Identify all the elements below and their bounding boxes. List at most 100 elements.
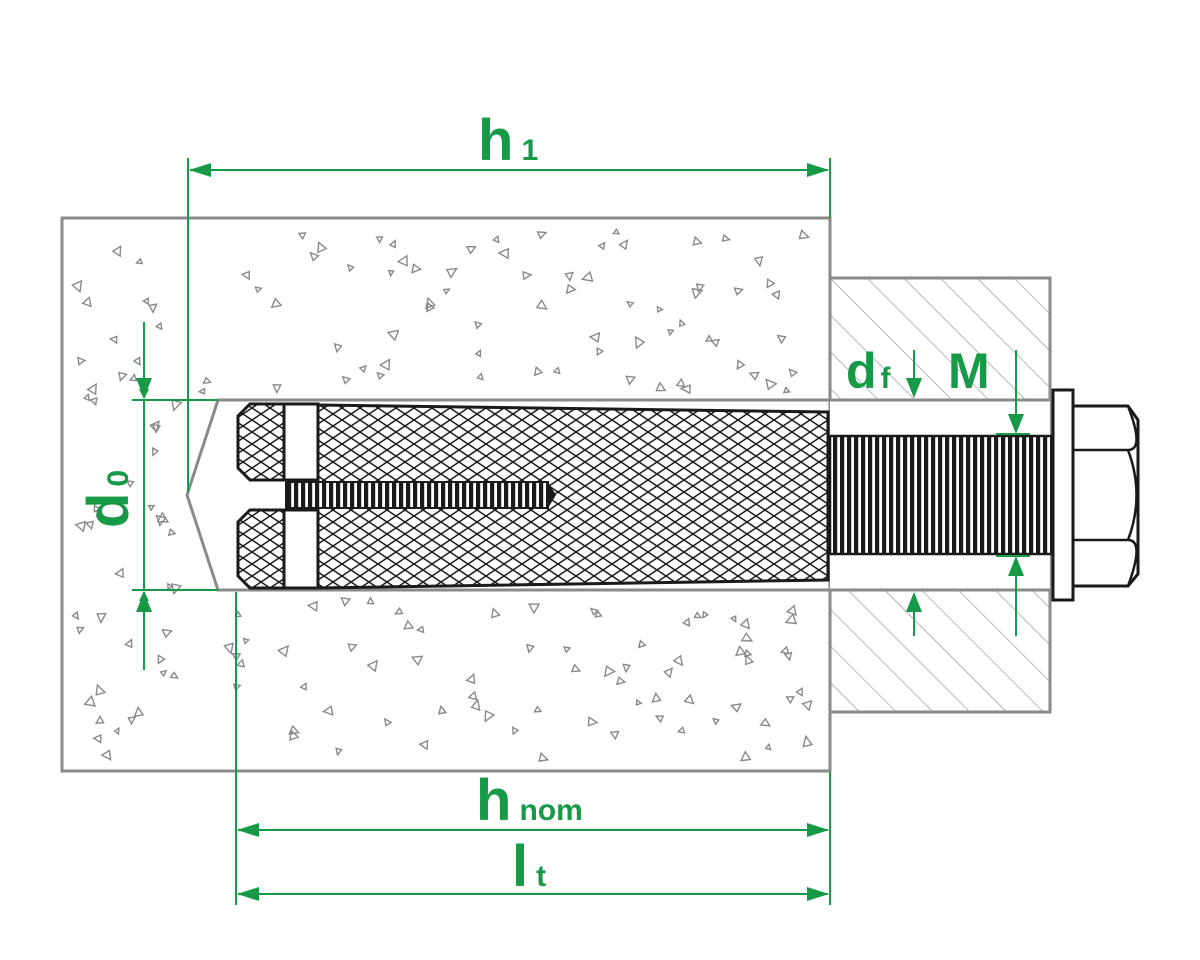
aggregate-stone xyxy=(587,716,599,727)
aggregate-stone xyxy=(798,229,810,240)
aggregate-stone xyxy=(663,667,674,679)
aggregate-stone xyxy=(403,619,415,630)
aggregate-stone xyxy=(375,236,384,244)
aggregate-stone xyxy=(96,612,108,625)
aggregate-stone xyxy=(135,257,144,265)
aggregate-stone xyxy=(127,716,137,726)
aggregate-stone xyxy=(71,279,83,293)
aggregate-stone xyxy=(341,375,352,385)
aggregate-stone xyxy=(484,709,496,723)
aggregate-stone xyxy=(75,626,85,635)
aggregate-stone xyxy=(678,318,687,328)
aggregate-stone xyxy=(171,399,183,412)
aggregate-stone xyxy=(387,269,395,278)
label-d0: d0 xyxy=(76,470,141,528)
aggregate-stone xyxy=(465,245,477,255)
aggregate-stone xyxy=(682,617,691,628)
aggregate-stone xyxy=(383,717,393,727)
aggregate-stone xyxy=(748,371,760,381)
aggregate-stone xyxy=(235,658,246,668)
m-arrow-top xyxy=(1008,414,1024,434)
aggregate-stone xyxy=(366,659,379,673)
aggregate-stone xyxy=(766,278,776,289)
aggregate-stone xyxy=(411,263,423,274)
aggregate-stone xyxy=(776,334,787,345)
aggregate-stone xyxy=(297,232,307,241)
m-arrow-bottom xyxy=(1008,556,1024,576)
aggregate-stone xyxy=(254,286,263,294)
aggregate-stone xyxy=(622,663,632,674)
aggregate-stone xyxy=(721,233,732,242)
aggregate-stone xyxy=(635,698,643,706)
aggregate-stone xyxy=(637,639,647,649)
aggregate-stone xyxy=(695,283,706,294)
aggregate-stone xyxy=(223,642,234,655)
aggregate-stone xyxy=(118,371,128,382)
aggregate-stone xyxy=(276,644,290,658)
aggregate-stone xyxy=(86,382,97,396)
aggregate-stone xyxy=(151,423,162,434)
aggregate-stone xyxy=(306,600,318,613)
aggregate-stone xyxy=(272,384,282,395)
aggregate-stone xyxy=(94,714,105,725)
aggregate-stone xyxy=(736,359,746,371)
aggregate-stone xyxy=(733,287,744,296)
aggregate-stone xyxy=(564,271,574,283)
aggregate-stone xyxy=(141,296,150,306)
aggregate-stone xyxy=(465,672,476,685)
aggregate-stone xyxy=(474,320,483,330)
aggregate-stone xyxy=(366,596,375,605)
aggregate-stone xyxy=(739,750,752,762)
aggregate-stone xyxy=(100,749,112,761)
aggregate-stone xyxy=(242,637,251,645)
aggregate-stone xyxy=(693,611,703,619)
aggregate-stone xyxy=(445,267,458,279)
aggregate-stone xyxy=(133,705,145,718)
d0-arrow-top xyxy=(136,378,152,398)
aggregate-stone xyxy=(615,676,627,686)
aggregate-stone xyxy=(83,694,96,707)
aggregate-stone xyxy=(128,373,138,382)
aggregate-stone xyxy=(340,597,352,607)
aggregate-stone xyxy=(111,245,122,258)
aggregate-stone xyxy=(609,730,620,741)
aggregate-stone xyxy=(418,739,429,751)
aggregate-stone xyxy=(85,520,95,531)
aggregate-stone xyxy=(147,504,156,512)
anchor-sleeve xyxy=(236,402,830,590)
aggregate-stone xyxy=(522,270,533,281)
aggregate-stone xyxy=(802,734,814,748)
aggregate-stone xyxy=(490,607,501,619)
d0-arrow-bottom xyxy=(136,592,152,612)
aggregate-stone xyxy=(785,696,796,705)
aggregate-stone xyxy=(124,638,133,649)
aggregate-stone xyxy=(232,683,242,692)
aggregate-stone xyxy=(672,654,684,667)
aggregate-stone xyxy=(415,625,425,634)
aggregate-stone xyxy=(95,509,104,518)
aggregate-stone xyxy=(788,368,799,378)
hex-nut xyxy=(1071,404,1140,588)
aggregate-stone xyxy=(691,287,704,300)
aggregate-stone xyxy=(596,346,605,357)
aggregate-stone xyxy=(612,228,621,235)
aggregate-stone xyxy=(378,358,391,371)
aggregate-stone xyxy=(594,609,603,618)
aggregate-stone xyxy=(770,289,781,301)
aggregate-stone xyxy=(442,288,451,295)
df-arrow-bottom xyxy=(906,592,922,612)
aggregate-stone xyxy=(618,238,629,251)
aggregate-stone xyxy=(161,628,173,639)
aggregate-stone xyxy=(497,247,510,260)
aggregate-stone xyxy=(533,705,543,713)
aggregate-stone xyxy=(167,528,177,537)
aggregate-stone xyxy=(679,384,691,395)
label-m: M xyxy=(948,343,990,399)
aggregate-stone xyxy=(656,305,664,314)
aggregate-stone xyxy=(570,663,582,673)
aggregate-stone xyxy=(125,480,135,489)
aggregate-stone xyxy=(425,296,436,310)
aggregate-stone xyxy=(634,335,646,350)
